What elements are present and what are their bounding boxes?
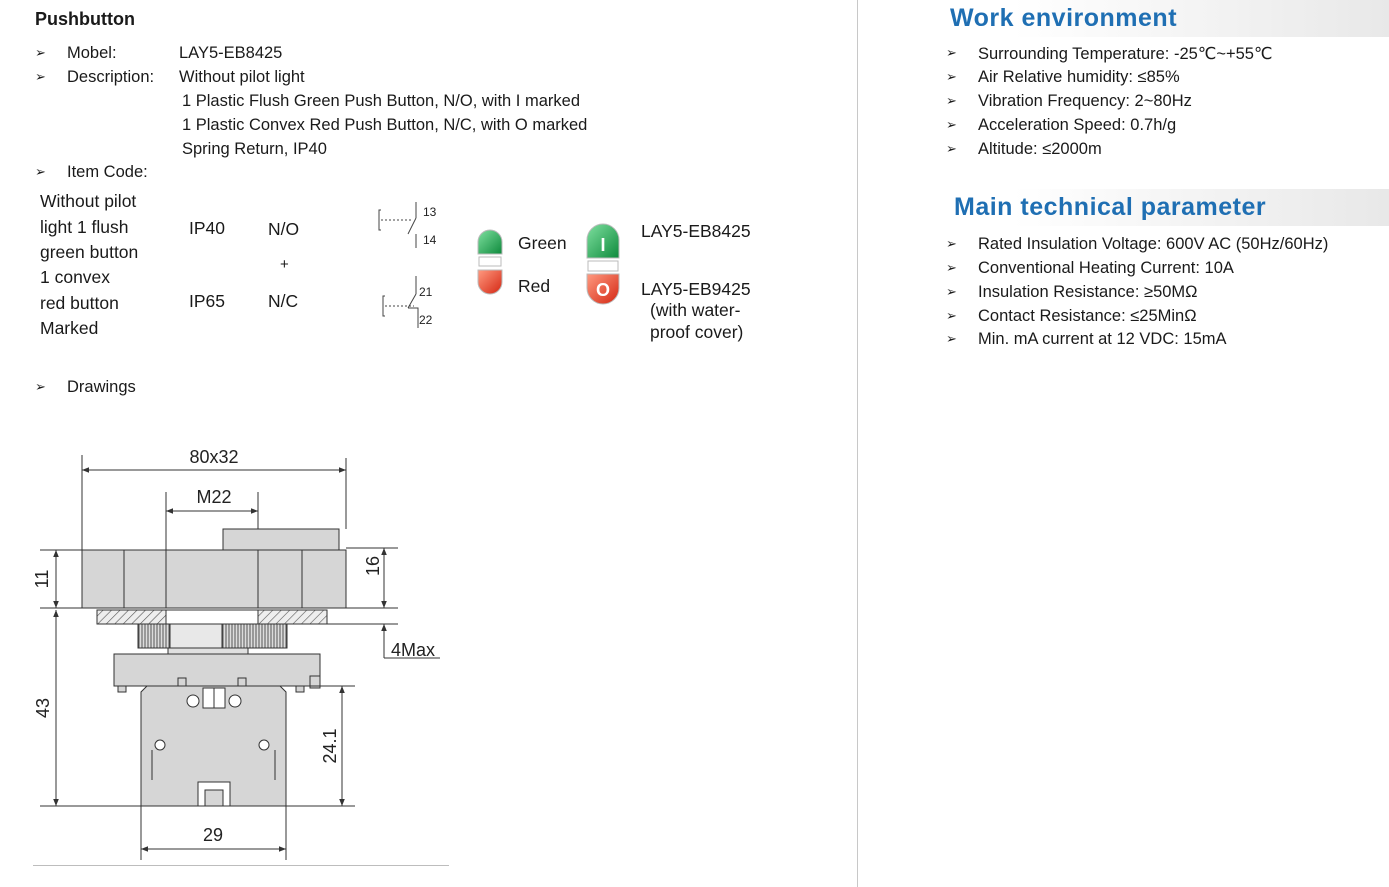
bullet-arrow-icon: ➢	[946, 260, 957, 275]
item-description-line: Marked	[40, 318, 99, 338]
description-line: Spring Return, IP40	[182, 140, 327, 158]
list-item: Contact Resistance: ≤25MinΩ	[978, 307, 1197, 325]
dimension-label: 16	[363, 556, 383, 576]
item-description-line: light 1 flush	[40, 217, 129, 237]
color-green-label: Green	[518, 233, 567, 253]
plus-sign: +	[280, 256, 289, 273]
item-description-line: green button	[40, 242, 139, 262]
color-red-label: Red	[518, 276, 551, 296]
drawings-label: Drawings	[67, 378, 136, 396]
work-environment-title: Work environment	[950, 4, 1178, 32]
terminal-label: 22	[419, 313, 433, 327]
list-item: Min. mA current at 12 VDC: 15mA	[978, 330, 1227, 348]
bullet-arrow-icon: ➢	[35, 164, 46, 179]
dimension-label: M22	[196, 487, 231, 507]
dimension-label: 43	[33, 698, 53, 718]
product-code-2-note: proof cover)	[650, 322, 744, 342]
model-label: Mobel:	[67, 44, 117, 62]
terminal-label: 21	[419, 285, 433, 299]
bullet-arrow-icon: ➢	[946, 93, 957, 108]
terminal-label: 14	[423, 233, 437, 247]
terminal-label: 13	[423, 205, 437, 219]
list-item: Insulation Resistance: ≥50MΩ	[978, 283, 1198, 301]
list-item: Altitude: ≤2000m	[978, 140, 1102, 158]
bullet-arrow-icon: ➢	[946, 308, 957, 323]
list-item: Conventional Heating Current: 10A	[978, 259, 1234, 277]
bullet-arrow-icon: ➢	[35, 379, 46, 394]
symbol-i: I	[600, 235, 605, 255]
symbol-o: O	[596, 280, 610, 300]
bullet-arrow-icon: ➢	[946, 284, 957, 299]
dimension-label: 29	[203, 825, 223, 845]
description-line: 1 Plastic Convex Red Push Button, N/C, w…	[182, 116, 588, 134]
ip-rating-top: IP40	[189, 218, 225, 238]
item-description-line: Without pilot	[40, 191, 137, 211]
dimension-label: 11	[32, 570, 52, 589]
dimension-label: 4Max	[391, 640, 435, 660]
bullet-arrow-icon: ➢	[35, 69, 46, 84]
column-divider	[857, 0, 858, 887]
bullet-arrow-icon: ➢	[946, 45, 957, 60]
description-line: 1 Plastic Flush Green Push Button, N/O, …	[182, 92, 580, 110]
list-item: Air Relative humidity: ≤85%	[978, 68, 1180, 86]
bullet-arrow-icon: ➢	[946, 331, 957, 346]
bullet-arrow-icon: ➢	[946, 236, 957, 251]
list-item: Acceleration Speed: 0.7h/g	[978, 116, 1177, 134]
contact-type-top: N/O	[268, 219, 300, 239]
double-pushbutton-icon	[477, 229, 503, 295]
product-code-2: LAY5-EB9425	[641, 279, 751, 299]
item-description-line: 1 convex	[40, 267, 111, 287]
list-item: Vibration Frequency: 2~80Hz	[978, 92, 1192, 110]
description-label: Description:	[67, 68, 155, 86]
product-code-2-note: (with water-	[650, 300, 741, 320]
product-code-1: LAY5-EB8425	[641, 221, 751, 241]
contact-type-bottom: N/C	[268, 291, 299, 311]
bullet-arrow-icon: ➢	[946, 141, 957, 156]
dimension-label: 24.1	[320, 728, 340, 763]
bottom-rule	[33, 865, 449, 866]
bullet-arrow-icon: ➢	[946, 117, 957, 132]
dimension-drawing: 80x32 M22 16 11 4Max 43 24.1 29	[32, 447, 440, 860]
ip-rating-bottom: IP65	[189, 291, 225, 311]
description-line: Without pilot light	[179, 68, 305, 86]
page-title: Pushbutton	[35, 9, 135, 29]
item-description-line: red button	[40, 293, 119, 313]
work-environment-heading: Work environment	[946, 0, 1389, 37]
item-code-label: Item Code:	[67, 163, 148, 181]
list-item: Rated Insulation Voltage: 600V AC (50Hz/…	[978, 235, 1329, 253]
bullet-arrow-icon: ➢	[946, 69, 957, 84]
technical-parameter-title: Main technical parameter	[954, 193, 1267, 221]
bullet-arrow-icon: ➢	[35, 45, 46, 60]
model-value: LAY5-EB8425	[179, 44, 283, 62]
dimension-label: 80x32	[189, 447, 238, 467]
list-item: Surrounding Temperature: -25℃~+55℃	[978, 45, 1273, 63]
contact-schematic: 13 14 21 22	[378, 202, 437, 328]
technical-parameter-heading: Main technical parameter	[946, 189, 1389, 226]
double-pushbutton-io-icon: I O	[586, 223, 620, 305]
